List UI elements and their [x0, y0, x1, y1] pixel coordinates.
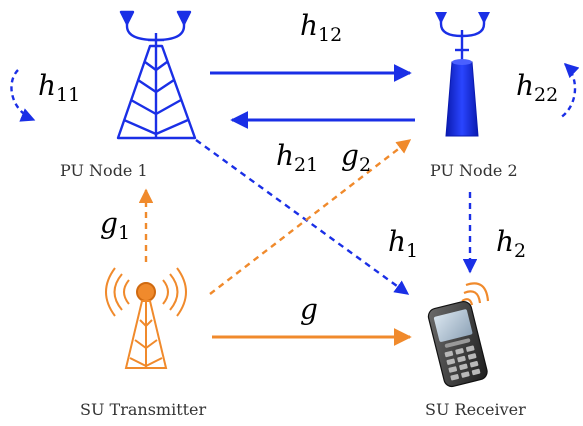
h22-label: h22 [516, 69, 559, 106]
g1-label: g1 [100, 207, 131, 244]
g2-arrow [209, 139, 412, 295]
su-receiver-phone-icon [427, 282, 490, 388]
h1-label: h1 [388, 225, 419, 262]
h12-label: h12 [300, 9, 343, 46]
pu-base-station-icon [435, 12, 490, 137]
g-label: g [300, 293, 318, 326]
h11-label: h11 [38, 69, 81, 106]
h11-loop-arrow [10, 69, 36, 122]
pu-node-1-label: PU Node 1 [60, 161, 148, 180]
su-transmitter-tower-icon [105, 267, 187, 369]
g2-label: g2 [341, 139, 372, 176]
h2-label: h2 [496, 225, 527, 262]
h22-loop-arrow [559, 63, 580, 119]
su-receiver-label: SU Receiver [425, 400, 526, 419]
h21-label: h21 [276, 139, 319, 176]
su-transmitter-label: SU Transmitter [80, 400, 207, 419]
pu-node-2-label: PU Node 2 [430, 161, 518, 180]
pu-tower-icon [116, 10, 197, 140]
